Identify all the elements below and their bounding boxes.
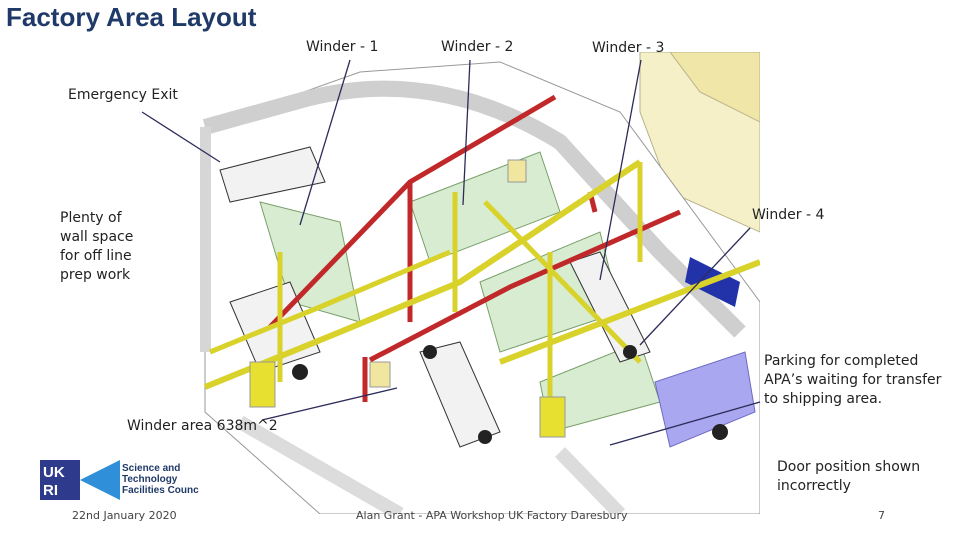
factory-layout-diagram [200,52,760,514]
slide-title: Factory Area Layout [6,2,257,32]
stfc-logo-text: Science and Technology Facilities Counc [122,463,199,496]
logo-line-1: Science and [122,463,181,474]
logo-line-3: Facilities Counc [122,485,199,496]
svg-text:RI: RI [43,482,58,499]
ukri-logo: UK RI [40,460,120,500]
footer-date: 22nd January 2020 [72,509,177,522]
parking-label: Parking for completed APA’s waiting for … [764,353,942,407]
footer-center: Alan Grant - APA Workshop UK Factory Dar… [356,509,628,522]
winder-1-label: Winder - 1 [306,39,379,55]
logo-line-2: Technology [122,474,178,485]
page-number: 7 [878,509,885,522]
door-position-label: Door position shown incorrectly [777,459,921,494]
winder-3-label: Winder - 3 [592,40,665,56]
winder-2-label: Winder - 2 [441,39,514,55]
wall-space-label: Plenty of wall space for off line prep w… [60,210,134,283]
emergency-exit-label: Emergency Exit [68,87,178,103]
winder-4-label: Winder - 4 [752,207,825,223]
winder-area-label: Winder area 638m^2 [127,418,278,434]
svg-text:UK: UK [43,464,65,481]
